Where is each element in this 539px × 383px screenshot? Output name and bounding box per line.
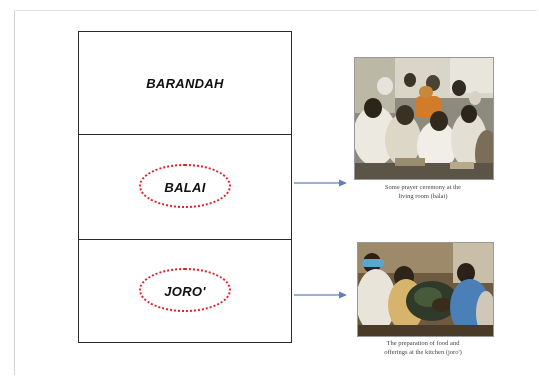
ceremony-photo: [354, 57, 494, 180]
zone-label-joro: JORO': [164, 283, 206, 299]
kitchen-caption-line1: The preparation of food and: [386, 340, 460, 347]
zone-barandah: BARANDAH: [78, 31, 292, 135]
ceremony-caption-line1: Some prayer ceremony at the: [384, 184, 462, 191]
kitchen-caption: The preparation of food and offerings at…: [348, 339, 498, 357]
highlight-ellipse-balai: [139, 164, 231, 208]
slide-frame: [14, 10, 537, 375]
arrow-joro-to-photo: [294, 291, 347, 299]
zone-balai: BALAI: [78, 134, 292, 240]
ceremony-caption-line2: living room (balai): [398, 193, 448, 200]
kitchen-caption-line2: offerings at the kitchen (joro'): [384, 349, 462, 356]
ceremony-caption: Some prayer ceremony at the living room …: [348, 183, 498, 201]
zone-label-barandah: BARANDAH: [146, 75, 224, 91]
highlight-ellipse-joro: [139, 268, 231, 312]
zone-label-balai: BALAI: [164, 179, 206, 195]
arrow-balai-to-photo: [294, 179, 347, 187]
zone-joro: JORO': [78, 239, 292, 343]
kitchen-photo: [357, 242, 494, 337]
